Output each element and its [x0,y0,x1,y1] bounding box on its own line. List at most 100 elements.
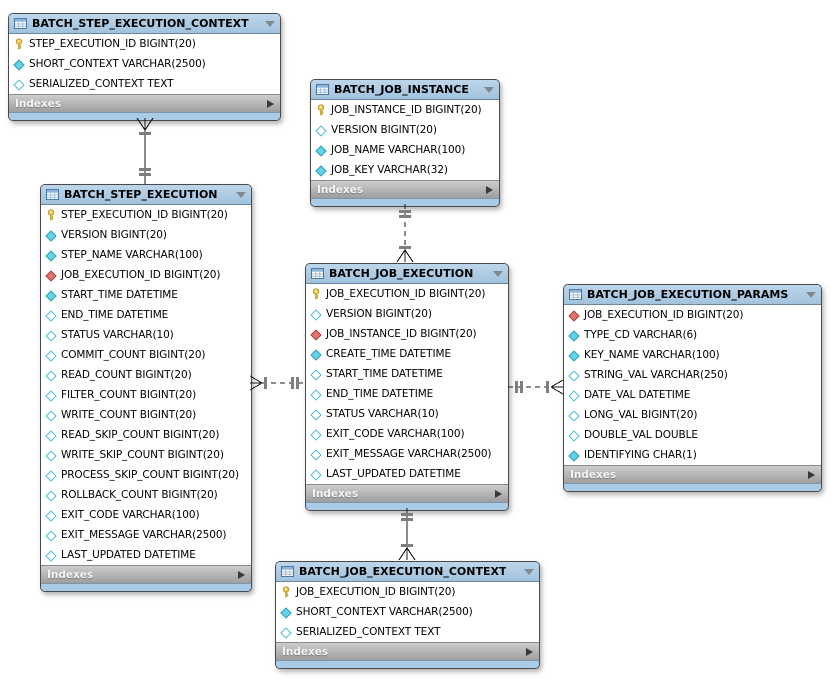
column-row[interactable]: TYPE_CD VARCHAR(6) [564,325,821,345]
relationship-job-execution-to-job-execution-context[interactable] [391,508,423,561]
table-batch_job_instance[interactable]: BATCH_JOB_INSTANCE JOB_INSTANCE_ID BIGIN… [310,79,500,207]
table-header[interactable]: BATCH_STEP_EXECUTION [41,185,251,205]
column-row[interactable]: KEY_NAME VARCHAR(100) [564,345,821,365]
column-row[interactable]: STRING_VAL VARCHAR(250) [564,365,821,385]
column-row[interactable]: WRITE_COUNT BIGINT(20) [41,405,251,425]
collapse-arrow-icon[interactable] [236,191,246,198]
not-null-diamond-icon [315,163,327,177]
column-row[interactable]: EXIT_CODE VARCHAR(100) [41,505,251,525]
column-row[interactable]: LAST_UPDATED DATETIME [41,545,251,565]
expand-arrow-icon[interactable] [526,647,533,656]
column-row[interactable]: JOB_EXECUTION_ID BIGINT(20) [276,582,539,602]
collapse-arrow-icon[interactable] [493,270,503,277]
nullable-diamond-icon [310,447,322,461]
nullable-diamond-icon [315,123,327,137]
primary-key-icon [280,585,292,599]
expand-arrow-icon[interactable] [495,489,502,498]
column-row[interactable]: COMMIT_COUNT BIGINT(20) [41,345,251,365]
table-header[interactable]: BATCH_JOB_EXECUTION [306,264,508,284]
nullable-diamond-icon [45,488,57,502]
column-row[interactable]: DATE_VAL DATETIME [564,385,821,405]
foreign-key-diamond-icon [310,327,322,341]
column-row[interactable]: STEP_EXECUTION_ID BIGINT(20) [9,34,280,54]
column-row[interactable]: JOB_KEY VARCHAR(32) [311,160,499,180]
not-null-diamond-icon [310,347,322,361]
column-row[interactable]: JOB_NAME VARCHAR(100) [311,140,499,160]
column-row[interactable]: JOB_INSTANCE_ID BIGINT(20) [311,100,499,120]
indexes-section[interactable]: Indexes [564,465,821,483]
column-row[interactable]: EXIT_CODE VARCHAR(100) [306,424,508,444]
indexes-label: Indexes [282,645,329,658]
column-row[interactable]: SERIALIZED_CONTEXT TEXT [276,622,539,642]
relationship-job-execution-to-job-execution-params[interactable] [508,372,563,402]
nullable-diamond-icon [45,548,57,562]
not-null-diamond-icon [45,248,57,262]
table-title: BATCH_STEP_EXECUTION_CONTEXT [32,17,249,30]
column-row[interactable]: START_TIME DATETIME [41,285,251,305]
collapse-arrow-icon[interactable] [806,291,816,298]
column-row[interactable]: ROLLBACK_COUNT BIGINT(20) [41,485,251,505]
nullable-diamond-icon [45,348,57,362]
column-row[interactable]: JOB_EXECUTION_ID BIGINT(20) [306,284,508,304]
relationship-job-instance-to-job-execution[interactable] [389,204,421,263]
table-batch_job_execution[interactable]: BATCH_JOB_EXECUTION JOB_EXECUTION_ID BIG… [305,263,509,511]
column-row[interactable]: PROCESS_SKIP_COUNT BIGINT(20) [41,465,251,485]
indexes-section[interactable]: Indexes [9,94,280,112]
table-header[interactable]: BATCH_JOB_INSTANCE [311,80,499,100]
nullable-diamond-icon [45,528,57,542]
column-row[interactable]: STEP_EXECUTION_ID BIGINT(20) [41,205,251,225]
indexes-section[interactable]: Indexes [41,565,251,583]
relationship-job-execution-to-step-execution[interactable] [250,368,305,398]
table-header[interactable]: BATCH_JOB_EXECUTION_PARAMS [564,285,821,305]
table-batch_job_execution_context[interactable]: BATCH_JOB_EXECUTION_CONTEXT JOB_EXECUTIO… [275,561,540,669]
collapse-arrow-icon[interactable] [484,86,494,93]
expand-arrow-icon[interactable] [267,99,274,108]
table-batch_step_execution[interactable]: BATCH_STEP_EXECUTION STEP_EXECUTION_ID B… [40,184,252,592]
column-row[interactable]: READ_SKIP_COUNT BIGINT(20) [41,425,251,445]
column-row[interactable]: SERIALIZED_CONTEXT TEXT [9,74,280,94]
column-row[interactable]: VERSION BIGINT(20) [306,304,508,324]
column-row[interactable]: JOB_INSTANCE_ID BIGINT(20) [306,324,508,344]
column-row[interactable]: VERSION BIGINT(20) [41,225,251,245]
column-row[interactable]: CREATE_TIME DATETIME [306,344,508,364]
column-row[interactable]: STEP_NAME VARCHAR(100) [41,245,251,265]
table-bottom-bar [9,112,280,120]
indexes-section[interactable]: Indexes [306,484,508,502]
collapse-arrow-icon[interactable] [524,568,534,575]
column-row[interactable]: FILTER_COUNT BIGINT(20) [41,385,251,405]
column-row[interactable]: START_TIME DATETIME [306,364,508,384]
indexes-section[interactable]: Indexes [311,180,499,198]
table-batch_job_execution_params[interactable]: BATCH_JOB_EXECUTION_PARAMS JOB_EXECUTION… [563,284,822,492]
table-icon [14,18,27,29]
column-row[interactable]: END_TIME DATETIME [306,384,508,404]
column-row[interactable]: STATUS VARCHAR(10) [306,404,508,424]
column-row[interactable]: SHORT_CONTEXT VARCHAR(2500) [9,54,280,74]
column-row[interactable]: READ_COUNT BIGINT(20) [41,365,251,385]
table-batch_step_execution_context[interactable]: BATCH_STEP_EXECUTION_CONTEXT STEP_EXECUT… [8,13,281,121]
not-null-diamond-icon [45,288,57,302]
expand-arrow-icon[interactable] [238,570,245,579]
column-row[interactable]: IDENTIFYING CHAR(1) [564,445,821,465]
column-row[interactable]: EXIT_MESSAGE VARCHAR(2500) [306,444,508,464]
column-row[interactable]: WRITE_SKIP_COUNT BIGINT(20) [41,445,251,465]
column-row[interactable]: LONG_VAL BIGINT(20) [564,405,821,425]
nullable-diamond-icon [45,408,57,422]
indexes-label: Indexes [312,487,359,500]
indexes-section[interactable]: Indexes [276,642,539,660]
column-row[interactable]: EXIT_MESSAGE VARCHAR(2500) [41,525,251,545]
column-row[interactable]: DOUBLE_VAL DOUBLE [564,425,821,445]
column-row[interactable]: JOB_EXECUTION_ID BIGINT(20) [564,305,821,325]
table-header[interactable]: BATCH_JOB_EXECUTION_CONTEXT [276,562,539,582]
expand-arrow-icon[interactable] [808,470,815,479]
expand-arrow-icon[interactable] [486,185,493,194]
table-header[interactable]: BATCH_STEP_EXECUTION_CONTEXT [9,14,280,34]
column-row[interactable]: STATUS VARCHAR(10) [41,325,251,345]
column-row[interactable]: SHORT_CONTEXT VARCHAR(2500) [276,602,539,622]
not-null-diamond-icon [280,605,292,619]
column-row[interactable]: JOB_EXECUTION_ID BIGINT(20) [41,265,251,285]
column-row[interactable]: END_TIME DATETIME [41,305,251,325]
column-row[interactable]: LAST_UPDATED DATETIME [306,464,508,484]
collapse-arrow-icon[interactable] [265,20,275,27]
relationship-step-execution-to-step-execution-context[interactable] [129,118,161,184]
column-row[interactable]: VERSION BIGINT(20) [311,120,499,140]
